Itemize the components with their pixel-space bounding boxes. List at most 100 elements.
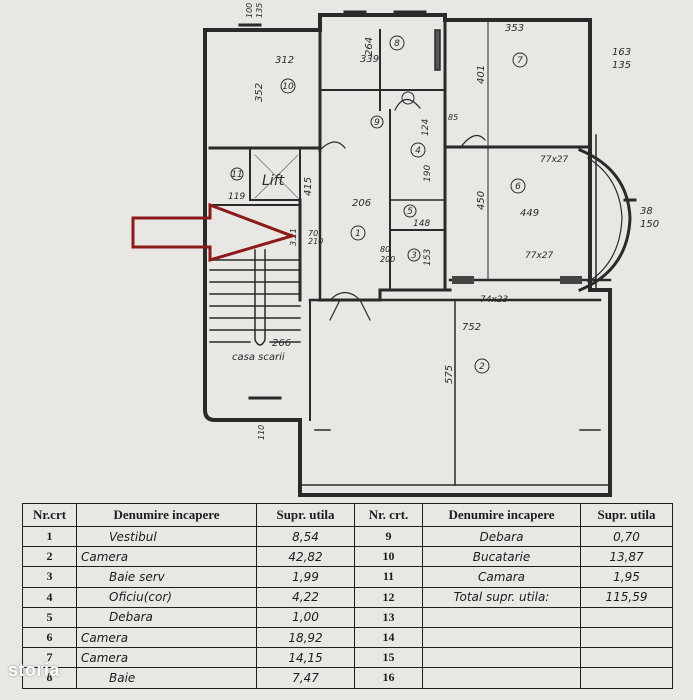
header-name-2: Denumire incapere xyxy=(422,503,581,527)
dim-70: 70 xyxy=(308,229,318,238)
dim-150: 150 xyxy=(640,219,659,230)
row-nr: 6 xyxy=(22,626,77,649)
row-nr: 13 xyxy=(354,606,423,628)
row-nr: 15 xyxy=(354,647,423,669)
row-name: Debara xyxy=(422,525,581,548)
dim-206: 206 xyxy=(352,198,371,209)
row-nr: 3 xyxy=(22,566,77,588)
header-area: Supr. utila xyxy=(256,503,355,527)
table-row: 6 Camera 18,92 14 xyxy=(22,626,673,649)
room-8-label: 8 xyxy=(394,39,400,49)
stair-label: casa scarii xyxy=(232,352,285,363)
table-row: 5 Debara 1,00 13 xyxy=(22,606,673,628)
room-11-label: 11 xyxy=(231,170,242,180)
floor-plan: 10 8 7 11 9 4 6 1 5 3 2 Lift casa scarii… xyxy=(131,3,659,497)
row-nr: 12 xyxy=(354,586,423,608)
dim-77x27-top: 77x27 xyxy=(540,155,569,165)
row-area: 42,82 xyxy=(256,546,355,568)
dim-210: 210 xyxy=(308,237,323,246)
row-nr: 16 xyxy=(354,667,423,689)
dim-401: 401 xyxy=(476,65,487,84)
row-name: Total supr. utila: xyxy=(422,586,581,608)
row-nr: 1 xyxy=(22,525,77,548)
dim-135: 135 xyxy=(612,60,631,71)
dim-752: 752 xyxy=(462,322,481,333)
dim-80: 80 xyxy=(380,245,390,254)
row-area xyxy=(580,606,673,628)
row-area: 13,87 xyxy=(580,546,673,568)
dim-415: 415 xyxy=(303,177,314,196)
row-nr: 9 xyxy=(354,525,423,548)
row-area: 1,95 xyxy=(580,566,673,588)
row-area xyxy=(580,626,673,649)
table-header-row: Nr.crt Denumire incapere Supr. utila Nr.… xyxy=(22,503,673,527)
row-area: 1,00 xyxy=(256,606,355,628)
row-area: 4,22 xyxy=(256,586,355,608)
row-name: Baie serv xyxy=(76,566,257,588)
row-name: Camara xyxy=(422,566,581,588)
header-nr: Nr.crt xyxy=(22,503,77,527)
table-row: 3 Baie serv 1,99 11 Camara 1,95 xyxy=(22,566,673,588)
row-nr: 2 xyxy=(22,546,77,568)
row-name: Bucatarie xyxy=(422,546,581,568)
row-name xyxy=(422,647,581,669)
table-row: 4 Oficiu(cor) 4,22 12 Total supr. utila:… xyxy=(22,586,673,608)
arrow-icon xyxy=(131,202,297,263)
lift-label: Lift xyxy=(262,173,285,189)
room-3-label: 3 xyxy=(411,251,417,261)
dim-352: 352 xyxy=(254,83,265,102)
header-nr-2: Nr. crt. xyxy=(354,503,423,527)
row-nr: 4 xyxy=(22,586,77,608)
row-area: 14,15 xyxy=(256,647,355,669)
room-6-label: 6 xyxy=(515,182,521,192)
room-table: Nr.crt Denumire incapere Supr. utila Nr.… xyxy=(22,503,673,698)
row-name: Vestibul xyxy=(76,525,257,548)
row-name xyxy=(422,667,581,689)
row-name xyxy=(422,606,581,628)
row-nr: 11 xyxy=(354,566,423,588)
row-name: Debara xyxy=(76,606,257,628)
header-name: Denumire incapere xyxy=(76,503,257,527)
dim-200: 200 xyxy=(380,255,395,264)
room-9-label: 9 xyxy=(374,118,380,128)
table-row: 1 Vestibul 8,54 9 Debara 0,70 xyxy=(22,525,673,548)
dim-77x27-bottom: 77x27 xyxy=(525,251,554,261)
dim-450: 450 xyxy=(476,191,487,210)
dim-264: 264 xyxy=(364,37,375,56)
row-name: Camera xyxy=(76,626,257,649)
dim-110: 110 xyxy=(257,425,266,440)
dim-124: 124 xyxy=(421,119,431,136)
room-4-label: 4 xyxy=(415,146,421,156)
row-name: Oficiu(cor) xyxy=(76,586,257,608)
dim-148: 148 xyxy=(413,219,430,229)
dim-312: 312 xyxy=(275,55,294,66)
row-name: Camera xyxy=(76,546,257,568)
dim-153: 153 xyxy=(423,249,433,266)
dim-266: 266 xyxy=(272,338,291,349)
row-name xyxy=(422,626,581,649)
room-2-label: 2 xyxy=(479,362,485,372)
room-7-label: 7 xyxy=(517,56,523,66)
area-table: Nr.crt Denumire incapere Supr. utila Nr.… xyxy=(22,503,673,689)
row-area: 1,99 xyxy=(256,566,355,588)
table-row: 2 Camera 42,82 10 Bucatarie 13,87 xyxy=(22,546,673,568)
row-area xyxy=(580,667,673,689)
row-area xyxy=(580,647,673,669)
dim-38: 38 xyxy=(640,206,653,217)
dim-163: 163 xyxy=(612,47,631,58)
dim-449: 449 xyxy=(520,208,539,219)
dim-339: 339 xyxy=(360,54,379,65)
row-area: 8,54 xyxy=(256,525,355,548)
dim-100: 100 xyxy=(245,3,254,18)
row-area: 0,70 xyxy=(580,525,673,548)
dim-353: 353 xyxy=(505,23,524,34)
row-nr: 10 xyxy=(354,546,423,568)
dim-190: 190 xyxy=(423,165,433,182)
dim-135-small: 135 xyxy=(255,3,264,18)
table-row: 8 Baie 7,47 16 xyxy=(22,667,673,689)
floor-plan-drawing: 10 8 7 11 9 4 6 1 5 3 2 Lift casa scarii… xyxy=(131,3,659,497)
row-nr: 14 xyxy=(354,626,423,649)
room-5-label: 5 xyxy=(407,207,413,217)
row-name: Camera xyxy=(76,647,257,669)
dim-575: 575 xyxy=(444,365,455,384)
